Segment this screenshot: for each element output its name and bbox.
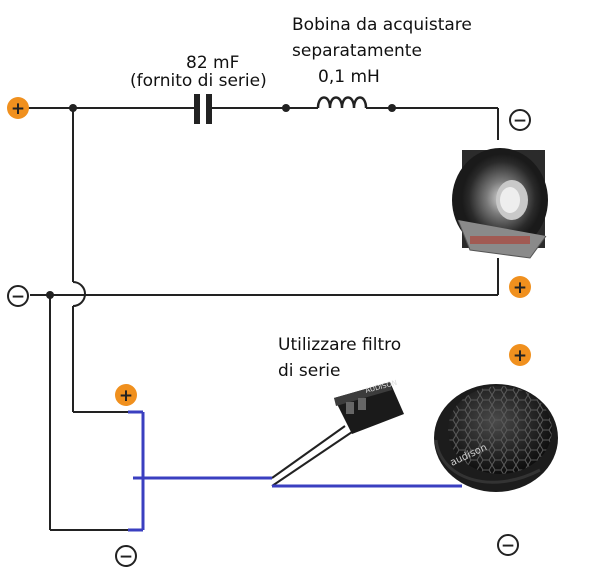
filter-note-line-1: Utilizzare filtro <box>278 335 401 355</box>
svg-text:+: + <box>513 278 527 298</box>
tweeter-speaker: audison <box>434 384 558 492</box>
capacitor-value-label: 82 mF <box>186 53 239 73</box>
minus-badge-tweeter-in: − <box>115 545 137 567</box>
junction-dot <box>282 104 290 112</box>
filter-note-line-2: di serie <box>278 361 340 381</box>
svg-text:+: + <box>11 99 25 119</box>
junction-dot <box>46 291 54 299</box>
svg-text:−: − <box>119 547 133 567</box>
plus-badge-tweeter: + <box>509 344 531 366</box>
coil-title-line-1: Bobina da acquistare <box>292 15 472 35</box>
main-wires <box>28 107 499 531</box>
capacitor-note-label: (fornito di serie) <box>130 71 267 91</box>
tweeter-wires <box>128 410 462 532</box>
coil-value-label: 0,1 mH <box>318 67 380 87</box>
coil-symbol <box>316 96 368 109</box>
plus-badge-tweeter-in: + <box>115 384 137 406</box>
junction-dot <box>388 104 396 112</box>
plus-badge-input: + <box>7 97 29 119</box>
woofer-speaker <box>452 148 548 259</box>
coil-title-line-2: separatamente <box>292 41 422 61</box>
svg-text:−: − <box>11 287 25 307</box>
plus-badge-woofer: + <box>509 276 531 298</box>
minus-badge-tweeter: − <box>497 534 519 556</box>
svg-text:−: − <box>501 536 515 556</box>
minus-badge-woofer: − <box>509 109 531 131</box>
capacitor-symbol <box>194 94 212 124</box>
svg-text:+: + <box>513 346 527 366</box>
minus-badge-input: − <box>7 285 29 307</box>
svg-text:+: + <box>119 386 133 406</box>
junction-dot <box>69 104 77 112</box>
svg-text:−: − <box>513 111 527 131</box>
